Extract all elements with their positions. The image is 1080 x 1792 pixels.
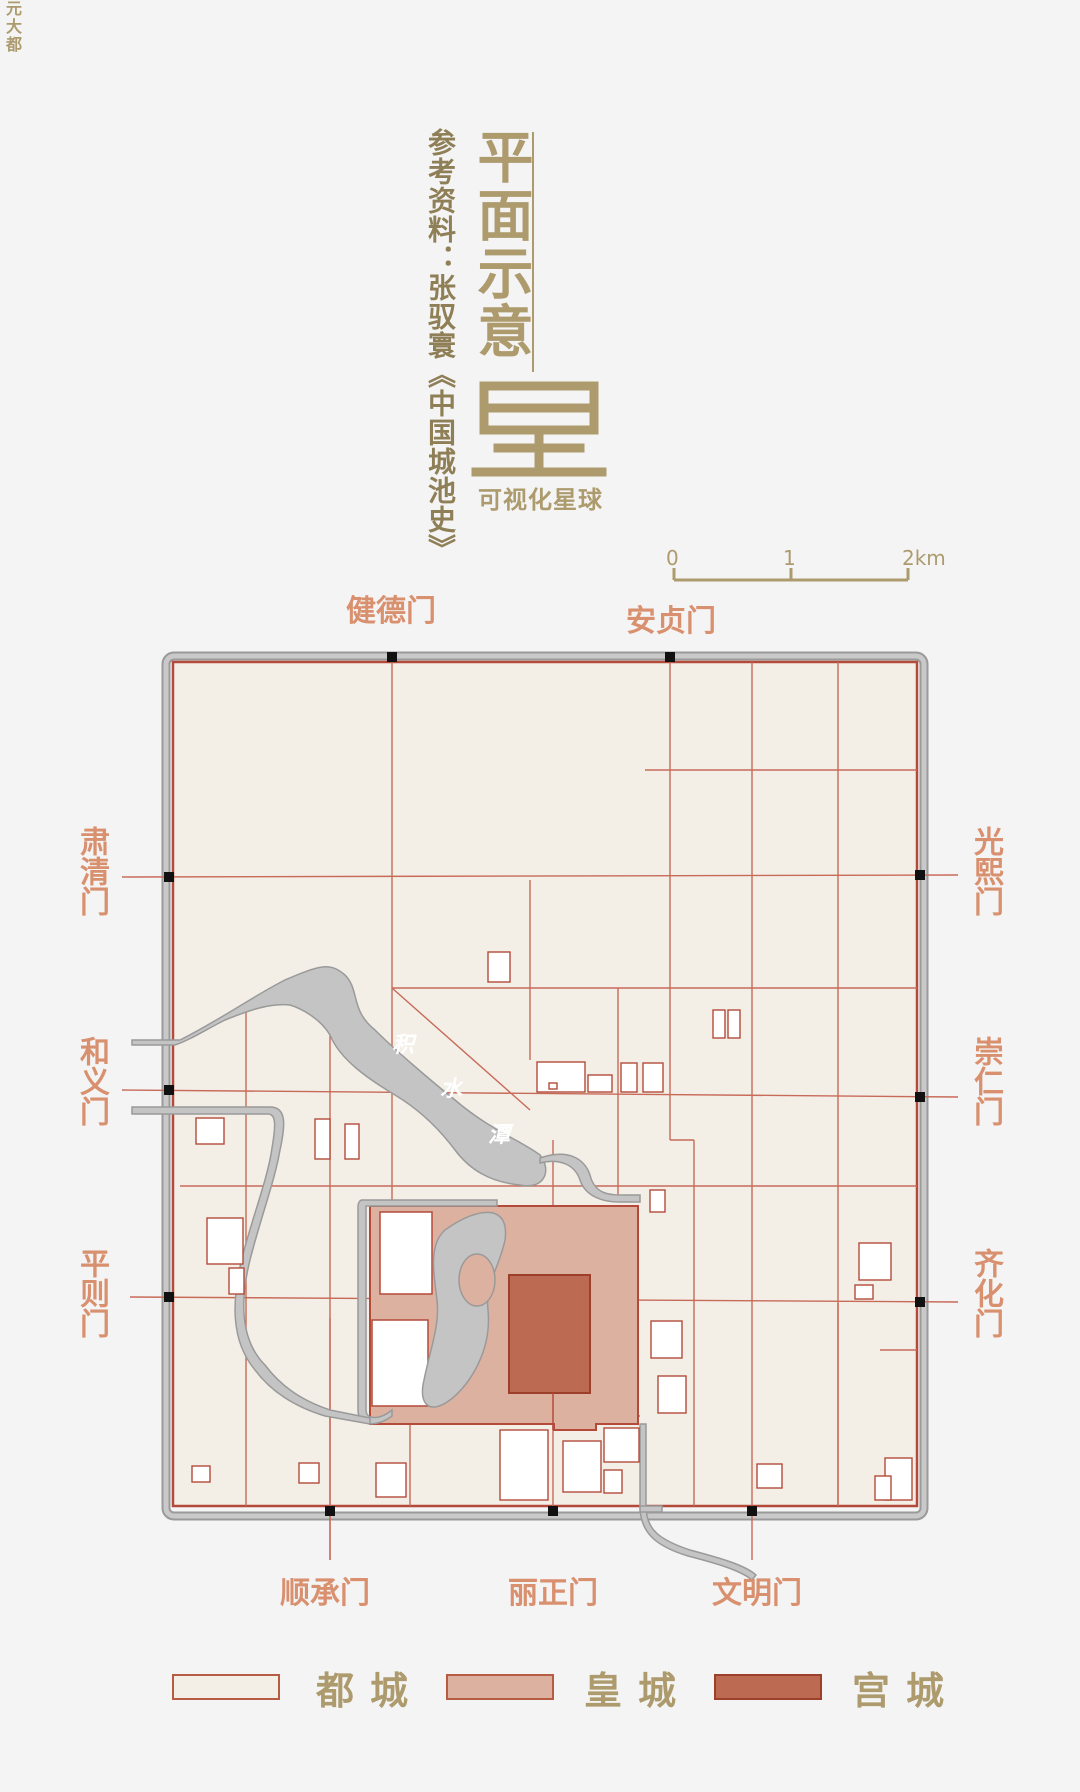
legend-label-palace: 宫城 [852, 1668, 961, 1713]
lake-char-2: 水 [440, 1076, 464, 1102]
road-network [121, 656, 959, 1560]
gate-label-shuncheng: 顺承门 [280, 1576, 370, 1611]
gate-label-lizheng: 丽正门 [508, 1576, 598, 1611]
gate-label-anzhen: 安贞门 [626, 604, 716, 639]
legend-swatch-palace [714, 1674, 822, 1700]
legend-label-capital: 都城 [316, 1668, 425, 1713]
palace-city-area [508, 1274, 591, 1394]
gate-markers [164, 652, 925, 1516]
gate-label-wenming: 文明门 [712, 1576, 802, 1611]
legend-swatch-capital [172, 1674, 280, 1700]
legend-swatch-imperial [446, 1674, 554, 1700]
map-title: 元大都 [3, 0, 22, 54]
lake-char-3: 潭 [488, 1122, 514, 1148]
scale-label-0: 0 [666, 546, 679, 570]
water-system [131, 966, 758, 1582]
map-subtitle: 平面示意 [468, 128, 534, 360]
gate-label-jiande: 健德门 [346, 594, 436, 629]
brand-logo-icon [471, 381, 607, 477]
source-citation: 参考资料：张驭寰《中国城池史》 [424, 128, 457, 563]
lake-char-1: 积 [392, 1032, 417, 1058]
gate-label-heyi: 和义门 [74, 1036, 109, 1126]
brand-text: 可视化星球 [478, 485, 603, 514]
legend-label-imperial: 皇城 [584, 1668, 693, 1713]
scale-bar [672, 568, 910, 582]
gate-label-pingze: 平则门 [74, 1248, 109, 1338]
scale-label-2km: 2km [902, 546, 946, 570]
gate-label-guangxi: 光熙门 [968, 826, 1003, 916]
scale-label-1: 1 [783, 546, 796, 570]
gate-label-chongren: 崇仁门 [968, 1036, 1003, 1126]
building-blocks [191, 951, 913, 1501]
gate-label-suqing: 肃清门 [74, 826, 109, 916]
title-divider [532, 132, 534, 372]
gate-label-qihua: 齐化门 [968, 1248, 1003, 1338]
